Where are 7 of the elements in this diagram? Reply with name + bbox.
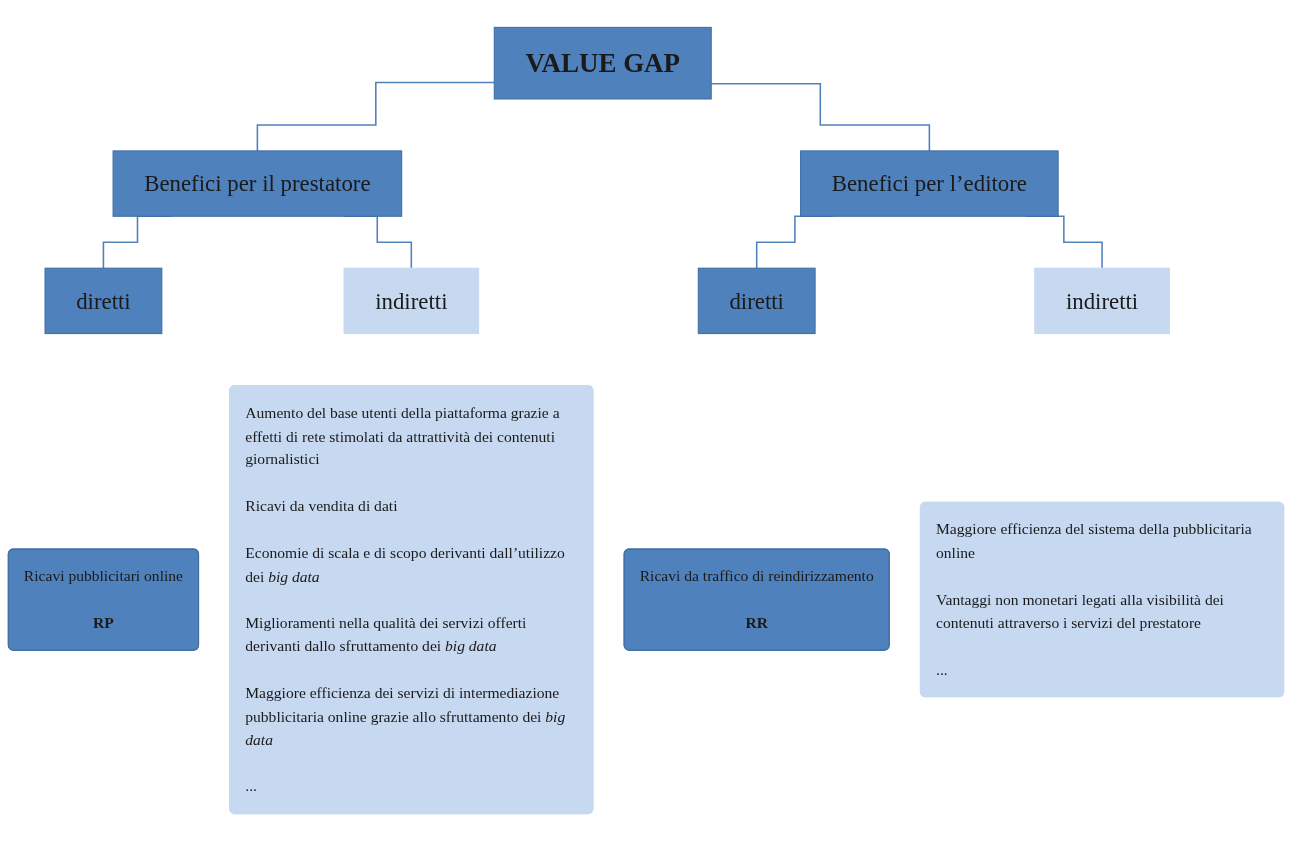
node-box: diretti [697, 267, 816, 335]
node-box: indiretti [343, 267, 480, 335]
node-box: Benefici per il prestatore [112, 150, 403, 217]
node-box: VALUE GAP [493, 26, 712, 100]
node-box: indiretti [1034, 267, 1170, 335]
node-box: diretti [44, 267, 163, 335]
node-box: Benefici per l’editore [800, 150, 1059, 217]
